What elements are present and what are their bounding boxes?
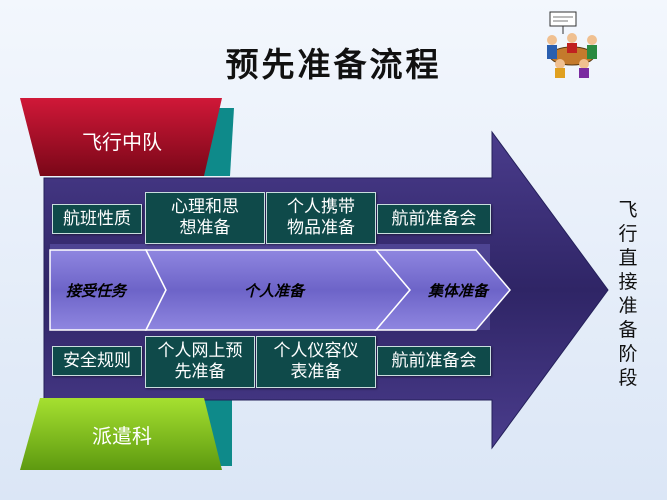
flow-step2-label: 个人准备: [244, 282, 305, 300]
top-unit-label: 飞行中队: [82, 130, 162, 154]
bottom-unit-label: 派遣科: [92, 424, 152, 448]
chevron-step3: [374, 249, 511, 331]
top-unit-shape: [20, 98, 222, 176]
lower-cell-3-text: 个人仪容仪表准备: [273, 341, 359, 382]
lower-cell-2-text: 个人网上预先准备: [157, 341, 243, 382]
stage-side-label: 飞行直接准备阶段: [618, 199, 638, 389]
flow-step3-label: 集体准备: [428, 282, 489, 300]
upper-cell-2-text: 心理和思想准备: [171, 197, 239, 238]
upper-cell-3: 个人携带物品准备: [266, 192, 376, 244]
page-title: 预先准备流程: [225, 45, 442, 84]
bottom-unit-shape: [20, 398, 222, 470]
flow-step1-label: 接受任务: [66, 282, 127, 300]
upper-cell-3-text: 个人携带物品准备: [287, 197, 355, 238]
lower-cell-1: 安全规则: [52, 346, 142, 376]
upper-cell-2: 心理和思想准备: [145, 192, 265, 244]
lower-cell-2: 个人网上预先准备: [145, 336, 255, 388]
lower-cell-4: 航前准备会: [377, 346, 491, 376]
upper-cell-1: 航班性质: [52, 204, 142, 234]
meeting-clipart-icon: [547, 11, 597, 78]
upper-cell-4: 航前准备会: [377, 204, 491, 234]
lower-cell-3: 个人仪容仪表准备: [256, 336, 376, 388]
